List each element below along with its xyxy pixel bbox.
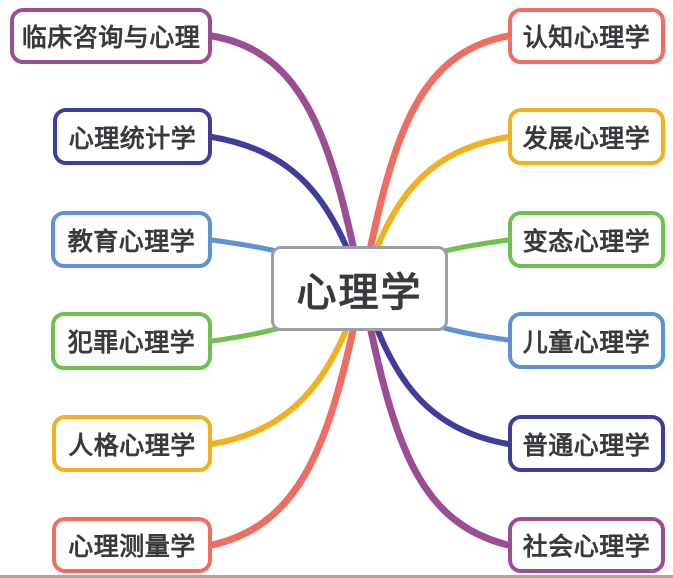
node-label: 临床咨询与心理 xyxy=(21,24,201,52)
node-personality-psychology: 人格心理学 xyxy=(52,415,212,472)
node-label: 发展心理学 xyxy=(522,124,651,153)
node-psychometrics: 心理测量学 xyxy=(52,517,212,573)
node-developmental-psychology: 发展心理学 xyxy=(508,108,665,165)
node-criminal-psychology: 犯罪心理学 xyxy=(51,312,212,370)
node-psychological-statistics: 心理统计学 xyxy=(53,108,212,165)
node-label: 心理测量学 xyxy=(68,533,196,561)
node-general-psychology: 普通心理学 xyxy=(508,415,665,472)
node-label: 犯罪心理学 xyxy=(67,329,196,357)
node-label: 人格心理学 xyxy=(68,431,196,460)
node-label: 社会心理学 xyxy=(522,533,651,561)
node-label: 变态心理学 xyxy=(522,227,651,256)
node-label: 普通心理学 xyxy=(522,431,651,460)
center-node-psychology: 心理学 xyxy=(271,246,448,331)
node-cognitive-psychology: 认知心理学 xyxy=(508,8,665,64)
node-child-psychology: 儿童心理学 xyxy=(508,312,665,369)
node-label: 认知心理学 xyxy=(522,24,651,52)
node-social-psychology: 社会心理学 xyxy=(508,517,665,573)
node-abnormal-psychology: 变态心理学 xyxy=(508,211,665,268)
node-label: 心理统计学 xyxy=(68,124,197,153)
center-node-label: 心理学 xyxy=(296,270,423,315)
bottom-edge-strip xyxy=(0,575,673,578)
node-label: 儿童心理学 xyxy=(522,328,651,357)
node-label: 教育心理学 xyxy=(67,227,196,256)
node-educational-psychology: 教育心理学 xyxy=(51,211,212,268)
node-clinical-counseling-psychology: 临床咨询与心理 xyxy=(10,8,212,64)
